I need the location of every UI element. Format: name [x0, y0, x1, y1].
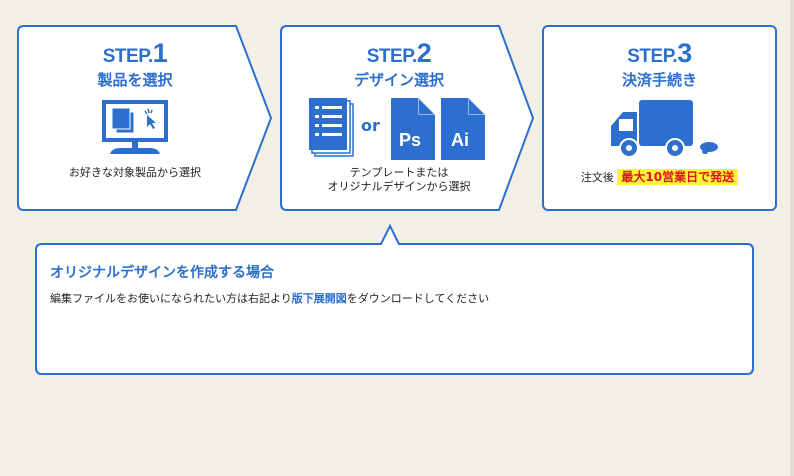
step-1: STEP.1 製品を選択 お好きな対象製品から選択 — [18, 26, 252, 210]
step-2-number: STEP.2 — [366, 38, 432, 68]
svg-text:Ps: Ps — [399, 130, 421, 150]
page-edge — [790, 0, 794, 476]
design-icons: or Ps Ai — [281, 98, 517, 162]
template-document-icon — [309, 98, 354, 157]
step-3-title: 決済手続き — [621, 71, 697, 89]
computer-click-icon — [102, 100, 168, 154]
or-label: or — [361, 116, 380, 135]
photoshop-file-icon: Ps — [391, 98, 435, 160]
svg-text:Ai: Ai — [451, 130, 469, 150]
step-1-number: STEP.1 — [102, 38, 168, 68]
shipping-highlight: 最大10営業日で発送 — [617, 169, 739, 185]
template-download-link[interactable]: 版下展開図 — [291, 292, 347, 305]
step-3-number: STEP.3 — [627, 38, 692, 68]
step-3: STEP.3 決済手続き 注文後 最大10営業日で発送 — [543, 26, 776, 210]
step-2-desc: テンプレートまたはオリジナルデザインから選択 — [327, 166, 471, 193]
original-design-callout: オリジナルデザインを作成する場合 編集ファイルをお使いになられたい方は右記より版… — [50, 262, 489, 306]
truck-icon — [611, 100, 718, 158]
step-1-desc: お好きな対象製品から選択 — [69, 166, 201, 179]
step-3-desc: 注文後 最大10営業日で発送 — [543, 169, 776, 185]
step-2: STEP.2 デザイン選択 or Ps Ai テンプレートまたはオリジナルデザイ… — [281, 26, 517, 210]
illustrator-file-icon: Ai — [441, 98, 485, 160]
step-1-title: 製品を選択 — [97, 71, 173, 89]
callout-title: オリジナルデザインを作成する場合 — [50, 265, 274, 281]
callout-text: 編集ファイルをお使いになられたい方は右記より版下展開図をダウンロードしてください — [50, 292, 490, 305]
step-2-title: デザイン選択 — [353, 71, 444, 89]
callout-frame — [35, 223, 754, 375]
